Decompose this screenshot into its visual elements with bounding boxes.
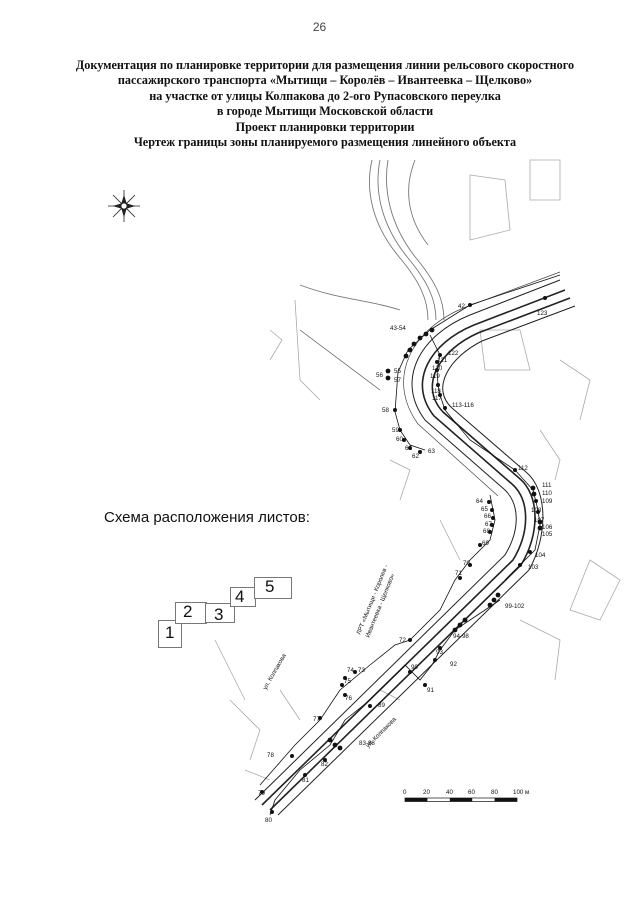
title-line-3: на участке от улицы Колпакова до 2-ого Р…: [149, 88, 501, 103]
svg-text:72: 72: [399, 637, 406, 644]
svg-text:60: 60: [396, 436, 403, 443]
svg-text:71: 71: [455, 570, 462, 577]
svg-text:94-98: 94-98: [453, 633, 469, 640]
svg-text:40: 40: [446, 789, 453, 796]
sheet-number-1: 1: [165, 623, 175, 642]
svg-text:109: 109: [542, 498, 553, 505]
street-label-kolpakova-2: ул. Колпакова: [364, 716, 398, 750]
svg-text:90: 90: [411, 664, 418, 671]
svg-text:55: 55: [394, 368, 401, 375]
svg-text:123: 123: [537, 310, 548, 317]
svg-text:56: 56: [376, 372, 383, 379]
svg-text:118: 118: [431, 388, 441, 395]
svg-text:110: 110: [542, 490, 552, 497]
svg-text:0: 0: [403, 789, 407, 796]
zone-boundary: [259, 274, 561, 816]
svg-text:93: 93: [436, 649, 443, 656]
svg-text:63: 63: [428, 448, 435, 455]
svg-text:82: 82: [321, 761, 328, 768]
svg-text:92: 92: [450, 661, 457, 668]
svg-text:113-116: 113-116: [452, 402, 474, 409]
svg-text:70: 70: [463, 560, 470, 567]
svg-text:107: 107: [534, 517, 545, 524]
svg-text:75: 75: [344, 678, 351, 685]
svg-text:43-54: 43-54: [390, 325, 406, 332]
svg-text:100 м: 100 м: [513, 789, 529, 796]
title-line-2: пассажирского транспорта «Мытищи – Корол…: [117, 73, 533, 88]
sheet-box-1: [158, 620, 182, 648]
sheet-layout-title: Схема расположения листов:: [104, 509, 310, 526]
svg-text:78: 78: [267, 752, 274, 759]
svg-text:60: 60: [468, 789, 475, 796]
svg-text:121: 121: [437, 357, 448, 364]
svg-text:112: 112: [518, 465, 528, 472]
svg-text:67: 67: [485, 521, 492, 528]
svg-text:68: 68: [483, 528, 490, 535]
svg-text:74: 74: [347, 667, 354, 674]
map-background-features: [214, 159, 621, 781]
svg-text:62: 62: [412, 453, 419, 460]
title-line-4: в городе Мытищи Московской области: [216, 104, 434, 119]
svg-text:76: 76: [345, 695, 352, 702]
svg-text:108: 108: [531, 507, 542, 514]
title-line-1: Документация по планировке территории дл…: [75, 58, 575, 72]
svg-text:20: 20: [423, 789, 430, 796]
svg-text:61: 61: [405, 445, 412, 452]
svg-text:122: 122: [448, 350, 459, 357]
svg-text:99-102: 99-102: [505, 603, 525, 610]
sheet-box-3: [205, 603, 235, 623]
svg-text:106: 106: [542, 524, 553, 531]
title-line-6: Чертеж границы зоны планируемого размеще…: [133, 135, 517, 150]
sheet-box-5: [254, 577, 292, 599]
svg-text:64: 64: [476, 498, 483, 505]
document-title: Документация по планировке территории дл…: [40, 58, 610, 150]
sheet-number-3: 3: [214, 605, 224, 624]
svg-text:80: 80: [265, 817, 272, 824]
svg-text:111: 111: [542, 482, 552, 489]
svg-text:66: 66: [484, 513, 491, 520]
sheet-number-2: 2: [183, 602, 193, 621]
svg-text:77: 77: [313, 716, 320, 723]
north-arrow-icon: [108, 190, 140, 222]
point-labels: 42 123 43-54 122 121 120 119 56 55 57 11…: [258, 303, 553, 824]
svg-text:65: 65: [481, 506, 488, 513]
street-label-kolpakova-1: ул. Колпакова: [262, 652, 288, 691]
svg-text:57: 57: [394, 377, 401, 384]
svg-text:89: 89: [378, 702, 385, 709]
boundary-points: [260, 296, 547, 814]
svg-text:79: 79: [258, 790, 265, 797]
svg-text:91: 91: [427, 687, 434, 694]
svg-text:69: 69: [482, 540, 489, 547]
svg-text:117: 117: [432, 395, 442, 402]
page-number: 26: [312, 20, 327, 34]
sheet-number-5: 5: [265, 577, 275, 596]
boundary-line: [299, 329, 381, 391]
scale-bar: 0 20 40 60 80 100 м: [403, 789, 529, 802]
svg-text:81: 81: [302, 777, 309, 784]
sheet-number-4: 4: [235, 587, 245, 606]
svg-text:83-88: 83-88: [359, 740, 375, 747]
title-line-5: Проект планировки территории: [235, 119, 415, 134]
svg-text:59: 59: [392, 427, 399, 434]
svg-text:58: 58: [382, 407, 389, 414]
svg-text:120: 120: [432, 365, 443, 372]
svg-text:105: 105: [542, 531, 553, 538]
svg-text:119: 119: [430, 373, 440, 380]
svg-text:42: 42: [458, 303, 465, 310]
svg-text:104: 104: [535, 552, 546, 559]
highway-upper: [299, 159, 445, 321]
svg-text:73: 73: [358, 667, 365, 674]
railway-corridor: [254, 271, 576, 816]
svg-text:80: 80: [491, 789, 498, 796]
svg-text:103: 103: [528, 564, 539, 571]
